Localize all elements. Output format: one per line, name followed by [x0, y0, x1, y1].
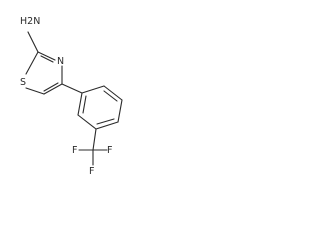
bond-ar2-ar3-inner: [103, 90, 118, 102]
bond-ar5-cf3: [92, 128, 97, 151]
fluorine-left-label: F: [72, 145, 77, 156]
bond-c5-s1: [25, 87, 45, 95]
bond-ar4-ar5-inner: [96, 118, 115, 125]
bond-c4-c5: [43, 83, 63, 95]
bond-c2-n3-double: [40, 55, 54, 63]
fluorine-bottom-label: F: [89, 166, 94, 177]
bond-c2-n3: [37, 51, 56, 61]
fluorine-right-label: F: [107, 145, 112, 156]
bond-ar4-ar5: [95, 121, 119, 130]
bond-ar6-ar1: [77, 92, 83, 116]
bond-s1-c2: [25, 51, 39, 75]
chemical-structure: H2N N S F F F: [20, 16, 123, 177]
bond-ar2-ar3: [103, 85, 123, 101]
amine-label: H2N: [20, 16, 40, 27]
bond-c4-c5-double: [43, 82, 59, 92]
bond-ar3-ar4: [117, 99, 123, 123]
ring-sulfur-label: S: [20, 77, 26, 88]
bond-ar5-ar6: [77, 114, 97, 130]
bond-ar1-ar2: [81, 85, 105, 94]
bond-c2-amine: [27, 31, 39, 53]
bond-c4-phenyl: [61, 83, 83, 94]
bond-ar6-ar1-inner: [82, 95, 87, 114]
ring-nitrogen-label: N: [57, 56, 64, 67]
